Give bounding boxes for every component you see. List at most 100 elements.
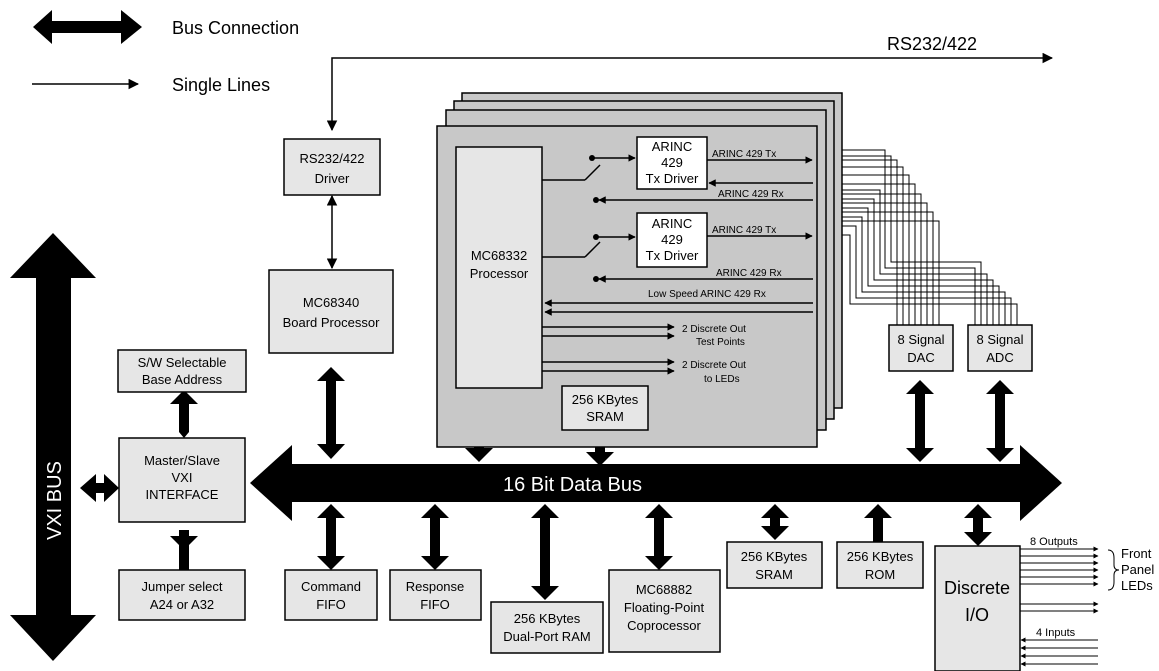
rs-driver-line2: Driver [315,171,350,186]
vxi-interface-line3: INTERFACE [146,487,219,502]
command-fifo-line2: FIFO [316,597,346,612]
main-sram-line2: SRAM [755,567,793,582]
dac-connector [906,380,934,462]
response-fifo-connector [421,504,449,570]
vxi-connector [80,474,119,502]
discrete-test-line1: 2 Discrete Out [682,324,746,335]
main-sram-connector [761,504,789,540]
jumper-line1: Jumper select [142,579,223,594]
dac-line2: DAC [907,350,934,365]
bus-connection-legend-icon [33,10,142,44]
adc-block: 8 Signal ADC [967,324,1033,372]
vxi-interface-line1: Master/Slave [144,453,220,468]
response-fifo-block: Response FIFO [389,569,482,621]
front-panel-line2: Panel [1121,562,1154,577]
dac-line1: 8 Signal [898,332,945,347]
discrete-io-connector [964,504,992,546]
adc-connector [986,380,1014,462]
front-panel-line1: Front [1121,546,1152,561]
signal-labels: ARINC 429 Tx ARINC 429 Rx ARINC 429 Tx A… [648,149,784,385]
rom-line2: ROM [865,567,895,582]
jumper-block: Jumper select A24 or A32 [118,569,246,621]
discrete-leds-line1: 2 Discrete Out [682,360,746,371]
mc68332-line1: MC68332 [471,248,527,263]
rs-driver-block: RS232/422 Driver [283,138,381,196]
coprocessor-block: MC68882 Floating-Point Coprocessor [608,569,721,653]
card-sram-line2: SRAM [586,409,624,424]
legend: Bus Connection Single Lines [32,10,299,95]
vxi-bus: VXI BUS [10,233,96,661]
dual-port-ram-line2: Dual-Port RAM [503,629,590,644]
serial-line: RS232/422 [326,34,1054,132]
arinc-tx-driver-2: ARINC 429 Tx Driver [636,212,708,268]
discrete-io-block: Discrete I/O [934,545,1021,671]
mc68332-block: MC68332 Processor [455,146,543,389]
sw-address-connector [170,390,198,438]
command-fifo-line1: Command [301,579,361,594]
discrete-io-line2: I/O [965,605,989,625]
sw-address-line2: Base Address [142,372,223,387]
coprocessor-connector [645,504,673,570]
rs-driver-line1: RS232/422 [299,151,364,166]
arinc-tx1-line1: ARINC [652,139,692,154]
rom-connector [864,504,892,542]
mc68332-line2: Processor [470,266,529,281]
coprocessor-line1: MC68882 [636,582,692,597]
jumper-connector-shaft [179,536,189,570]
board-processor-line2: Board Processor [283,315,380,330]
analog-lines [817,149,1018,325]
data-bus-label: 16 Bit Data Bus [503,474,642,496]
dual-port-ram-line1: 256 KBytes [514,611,581,626]
vxi-bus-arrow [10,233,96,661]
bus-connection-legend-label: Bus Connection [172,18,299,38]
data-bus: 16 Bit Data Bus [250,445,1062,521]
discrete-leds-line2: to LEDs [704,374,740,385]
outputs-label: 8 Outputs [1030,536,1078,548]
main-sram-line1: 256 KBytes [741,549,808,564]
vxi-bus-label: VXI BUS [44,461,66,540]
arinc-tx1-line2: 429 [661,155,683,170]
rx2-label: ARINC 429 Rx [716,268,782,279]
rom-line1: 256 KBytes [847,549,914,564]
single-lines-legend-label: Single Lines [172,75,270,95]
adc-line2: ADC [986,350,1013,365]
tx1-label: ARINC 429 Tx [712,149,776,160]
dual-port-connector [531,504,559,600]
card-sram-line1: 256 KBytes [572,392,639,407]
sw-address-block: S/W Selectable Base Address [117,349,247,393]
arinc-tx1-line3: Tx Driver [646,171,699,186]
card-sram-block: 256 KBytes SRAM [561,385,649,431]
command-fifo-connector [317,504,345,570]
rom-block: 256 KBytes ROM [836,541,924,589]
dual-port-ram-block: 256 KBytes Dual-Port RAM [490,601,604,654]
arinc-tx-driver-1: ARINC 429 Tx Driver [636,136,708,190]
vxi-interface-block: Master/Slave VXI INTERFACE [118,437,246,523]
board-processor-line1: MC68340 [303,295,359,310]
sw-address-line1: S/W Selectable [138,355,227,370]
command-fifo-block: Command FIFO [284,569,378,621]
arinc-tx2-line2: 429 [661,232,683,247]
inputs-label: 4 Inputs [1036,627,1076,639]
tx2-label: ARINC 429 Tx [712,225,776,236]
main-sram-block: 256 KBytes SRAM [726,541,823,589]
low-speed-rx-label: Low Speed ARINC 429 Rx [648,289,766,300]
coprocessor-line3: Coprocessor [627,618,701,633]
coprocessor-line2: Floating-Point [624,600,705,615]
board-processor-connector [317,367,345,459]
vxi-interface-line2: VXI [172,470,193,485]
front-panel-line3: LEDs [1121,578,1153,593]
discrete-io-lines: 8 Outputs Front Panel LEDs 4 Inputs [1020,536,1154,667]
response-fifo-line1: Response [406,579,465,594]
dac-block: 8 Signal DAC [888,324,954,372]
adc-line1: 8 Signal [977,332,1024,347]
serial-label: RS232/422 [887,34,977,54]
front-panel-brace [1107,549,1120,591]
arinc-tx2-line3: Tx Driver [646,248,699,263]
board-processor-block: MC68340 Board Processor [268,269,394,354]
rx1-label: ARINC 429 Rx [718,189,784,200]
response-fifo-line2: FIFO [420,597,450,612]
arinc-tx2-line1: ARINC [652,216,692,231]
data-bus-arrow [250,445,1062,521]
jumper-line2: A24 or A32 [150,597,214,612]
